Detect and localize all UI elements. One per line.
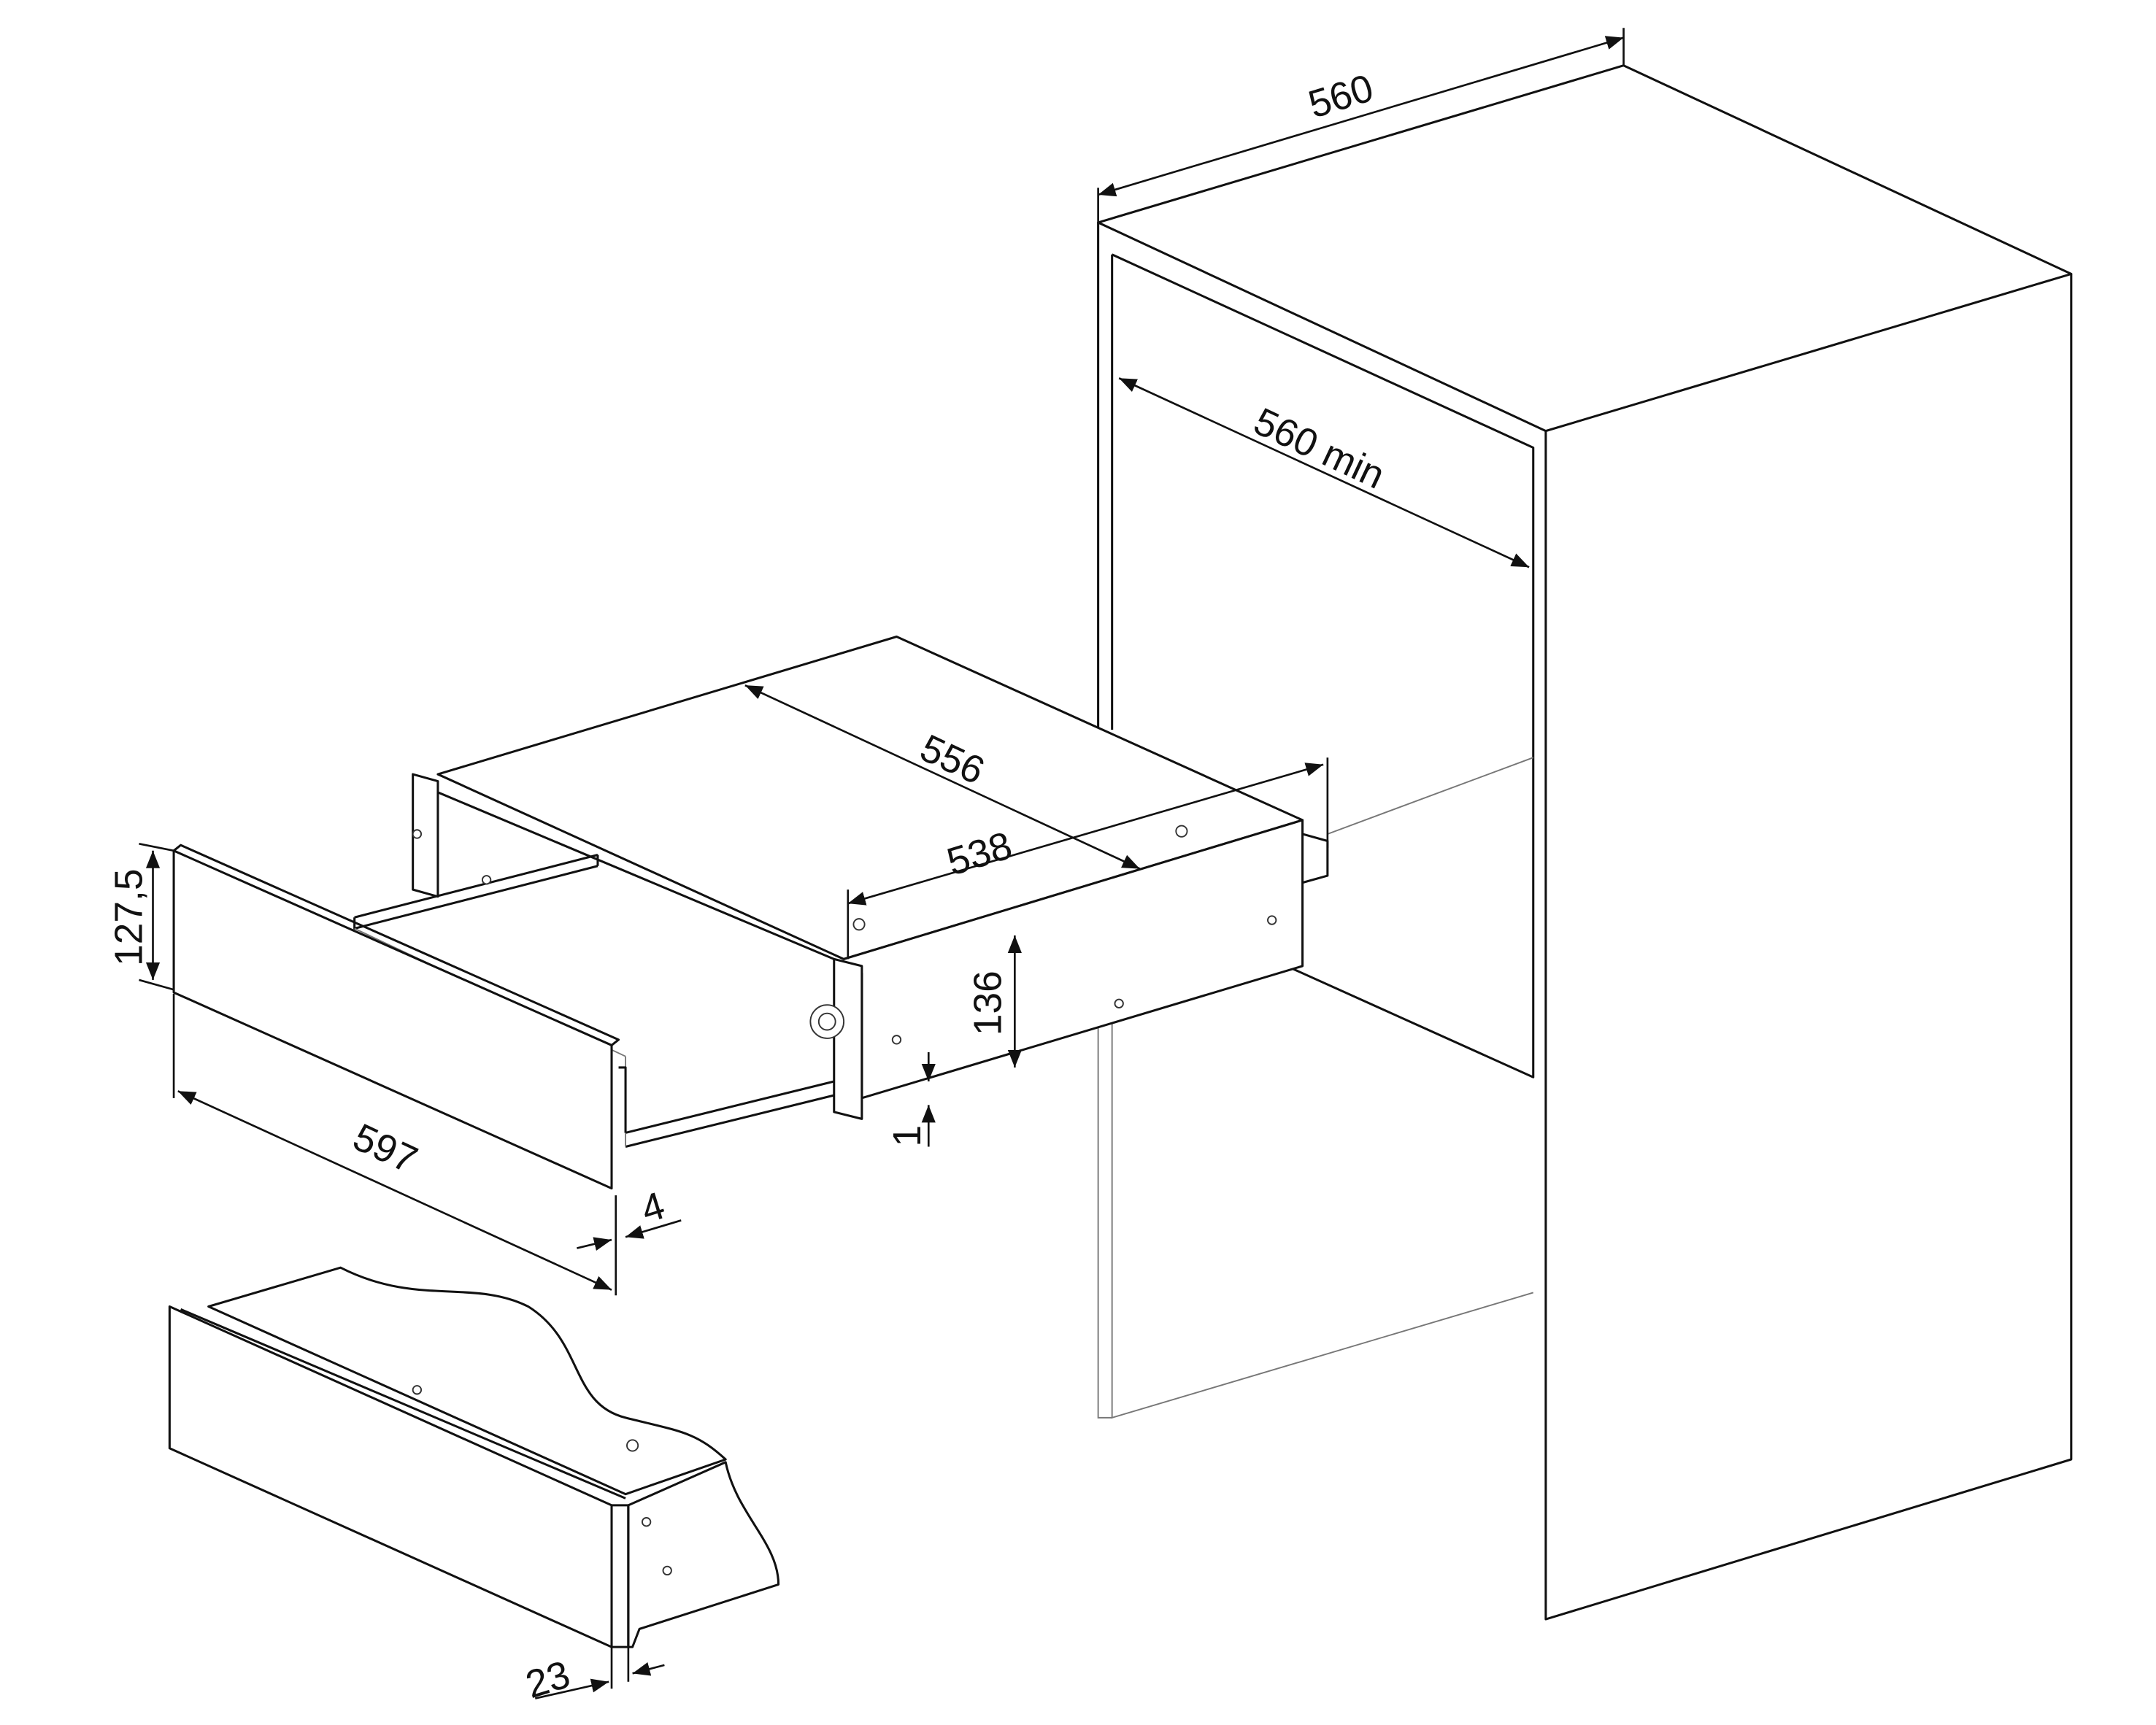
dim-label-4: 4 bbox=[636, 1184, 670, 1232]
dimension-front-thickness: 23 bbox=[521, 1647, 665, 1707]
dim-label-136: 136 bbox=[966, 970, 1009, 1035]
tall-cabinet bbox=[1097, 64, 2073, 1621]
dim-label-23: 23 bbox=[521, 1653, 575, 1707]
dimension-cabinet-depth: 560 bbox=[1097, 28, 1625, 223]
dim-label-127-5: 127,5 bbox=[107, 868, 150, 965]
dimension-body-offset: 1 bbox=[886, 1051, 936, 1147]
dimension-niche-depth: 560 min bbox=[1118, 377, 1530, 568]
dim-label-560: 560 bbox=[1304, 66, 1378, 126]
drawer-detail-view bbox=[168, 1266, 780, 1648]
dim-label-1: 1 bbox=[886, 1125, 929, 1147]
dim-label-560-min: 560 min bbox=[1247, 400, 1391, 498]
dim-label-597: 597 bbox=[347, 1116, 424, 1182]
dimension-front-gap: 4 bbox=[577, 1184, 682, 1251]
dimension-front-height: 127,5 bbox=[107, 842, 174, 991]
dimension-body-height: 136 bbox=[966, 935, 1022, 1068]
